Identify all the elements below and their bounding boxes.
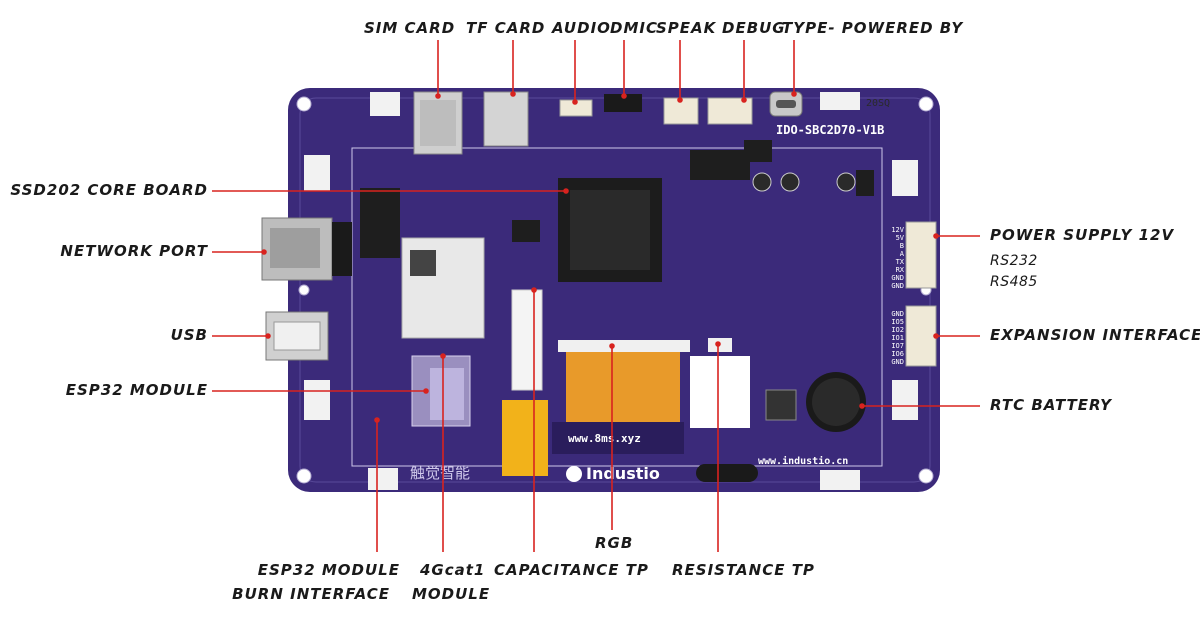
expansion-pin-label: IO6 [891, 350, 904, 358]
rgb-fpc-connector [558, 340, 690, 352]
label-expansion: EXPANSION INTERFACE [990, 326, 1200, 344]
board-url: www.industio.cn [758, 455, 848, 467]
power-pin-label: B [900, 242, 904, 250]
expansion-pin-label: IO7 [891, 342, 904, 350]
power-pin-label: 5V [896, 234, 905, 242]
label-capacitance: CAPACITANCE TP [494, 561, 649, 579]
leader-lines [212, 40, 980, 552]
label-esp32-burn-1: ESP32 MODULE [257, 561, 400, 579]
expansion-pin-label: IO2 [891, 326, 904, 334]
label-network-port: NETWORK PORT [60, 242, 208, 260]
power-connector [905, 221, 937, 289]
expansion-connector [905, 305, 937, 367]
label-debug: DEBUG [722, 19, 786, 37]
label-audio: AUDIO [552, 19, 611, 37]
label-rtc-battery: RTC BATTERY [990, 396, 1113, 414]
label-type-powered: TYPE- POWERED BY [782, 19, 964, 37]
board-brand: Industio [586, 464, 660, 483]
dmic-connector [604, 94, 642, 112]
board-model: IDO-SBC2D70-V1B [776, 123, 884, 137]
label-dmic: DMIC [610, 19, 658, 37]
expansion-pin-label: GND [891, 310, 904, 318]
power-pin-label: GND [891, 274, 904, 282]
power-pin-label: RX [896, 266, 905, 274]
label-power-supply: POWER SUPPLY 12V [990, 226, 1175, 244]
label-sim-card: SIM CARD [364, 19, 456, 37]
label-esp32-burn-2: BURN INTERFACE [232, 585, 390, 603]
power-pin-label: GND [891, 282, 904, 290]
label-speak: SPEAK [656, 19, 717, 37]
expansion-pin-label: GND [891, 358, 904, 366]
label-rgb: RGB [595, 534, 634, 552]
power-pin-label: 12V [891, 226, 904, 234]
board-code: 20SQ [866, 98, 890, 109]
board-chinese: 触觉智能 [410, 464, 470, 482]
label-tf-card: TF CARD [466, 19, 546, 37]
label-cat1-2: MODULE [412, 585, 491, 603]
label-rs485: RS485 [990, 274, 1038, 290]
cap-tp-ribbon [511, 289, 543, 391]
rgb-fpc [566, 352, 680, 428]
label-usb: USB [170, 326, 208, 344]
label-cat1-1: 4Gcat1 [420, 561, 486, 579]
expansion-pin-label: IO5 [891, 318, 904, 326]
fpc-url: www.8ms.xyz [568, 432, 641, 445]
power-pin-label: A [900, 250, 905, 258]
label-resistance: RESISTANCE TP [672, 561, 815, 579]
tf-slot [483, 91, 529, 147]
power-pin-label: TX [896, 258, 905, 266]
label-esp32: ESP32 MODULE [65, 381, 208, 399]
label-rs232: RS232 [990, 253, 1038, 269]
expansion-pin-label: IO1 [891, 334, 904, 342]
label-ssd202: SSD202 CORE BOARD [10, 181, 208, 199]
